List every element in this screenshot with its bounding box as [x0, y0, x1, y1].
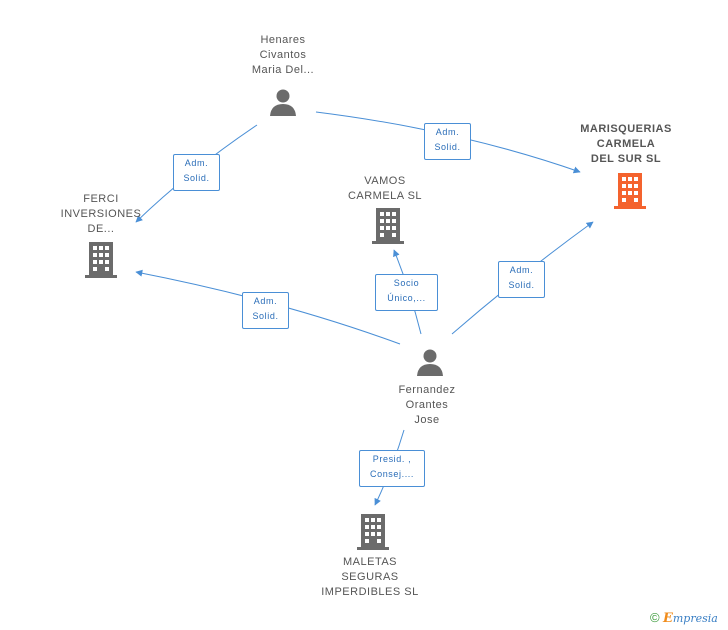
node-label-maletas[interactable]: MALETAS SEGURAS IMPERDIBLES SL [310, 555, 430, 600]
node-label-ferci[interactable]: FERCI INVERSIONES DE... [46, 192, 156, 237]
label-line: IMPERDIBLES SL [321, 586, 419, 598]
edge-label-line: Adm. [435, 127, 460, 137]
label-line: Fernandez [398, 384, 456, 396]
label-line: MALETAS [342, 556, 398, 568]
building-icon[interactable] [613, 173, 647, 209]
building-icon[interactable] [84, 242, 118, 278]
label-line: Maria Del... [251, 64, 315, 76]
brand-text: mpresia [672, 612, 718, 625]
edge-label-line: Socio [393, 278, 420, 288]
edge-label-line: Solid. [183, 173, 210, 183]
label-line: Orantes [405, 399, 449, 411]
edge-label-fernandez-ferci[interactable]: Adm. Solid. [242, 292, 289, 329]
edge-label-line: Único,... [387, 293, 426, 303]
footer-brand: © Empresia [650, 610, 718, 626]
edge-label-line: Consej.... [369, 469, 415, 479]
label-line: CARMELA SL [347, 190, 423, 202]
label-line: Jose [414, 414, 440, 426]
empresia-logo[interactable]: Empresia [662, 611, 718, 626]
label-line: INVERSIONES [60, 208, 142, 220]
edge-label-line: Adm. [509, 265, 534, 275]
edge-label-line: Adm. [184, 158, 209, 168]
node-label-fernandez[interactable]: Fernandez Orantes Jose [372, 383, 482, 428]
copyright-symbol: © [650, 610, 660, 625]
edge-label-line: Solid. [252, 311, 279, 321]
edge-label-henares-ferci[interactable]: Adm. Solid. [173, 154, 220, 191]
node-label-marisquerias[interactable]: MARISQUERIAS CARMELA DEL SUR SL [566, 122, 686, 167]
edge-label-line: Presid. , [372, 454, 412, 464]
node-label-henares[interactable]: Henares Civantos Maria Del... [228, 33, 338, 78]
label-line: DE... [87, 223, 115, 235]
person-icon[interactable] [415, 348, 445, 376]
edge-label-fernandez-marisquerias[interactable]: Adm. Solid. [498, 261, 545, 298]
edge-label-line: Adm. [253, 296, 278, 306]
label-line: FERCI [83, 193, 119, 205]
building-icon[interactable] [371, 208, 405, 244]
person-icon[interactable] [268, 88, 298, 116]
edge-label-line: Solid. [434, 142, 461, 152]
label-line: CARMELA [596, 138, 656, 150]
edge-label-line: Solid. [508, 280, 535, 290]
label-line: Civantos [259, 49, 307, 61]
label-line: Henares [260, 34, 306, 46]
edge-label-henares-marisquerias[interactable]: Adm. Solid. [424, 123, 471, 160]
label-line: MARISQUERIAS [580, 123, 672, 135]
edge-label-fernandez-vamos[interactable]: Socio Único,... [375, 274, 438, 311]
label-line: VAMOS [364, 175, 406, 187]
edge-label-fernandez-maletas[interactable]: Presid. , Consej.... [359, 450, 425, 487]
brand-initial: E [662, 611, 673, 626]
building-icon[interactable] [356, 514, 390, 550]
label-line: DEL SUR SL [590, 153, 662, 165]
node-label-vamos[interactable]: VAMOS CARMELA SL [330, 174, 440, 204]
label-line: SEGURAS [341, 571, 399, 583]
